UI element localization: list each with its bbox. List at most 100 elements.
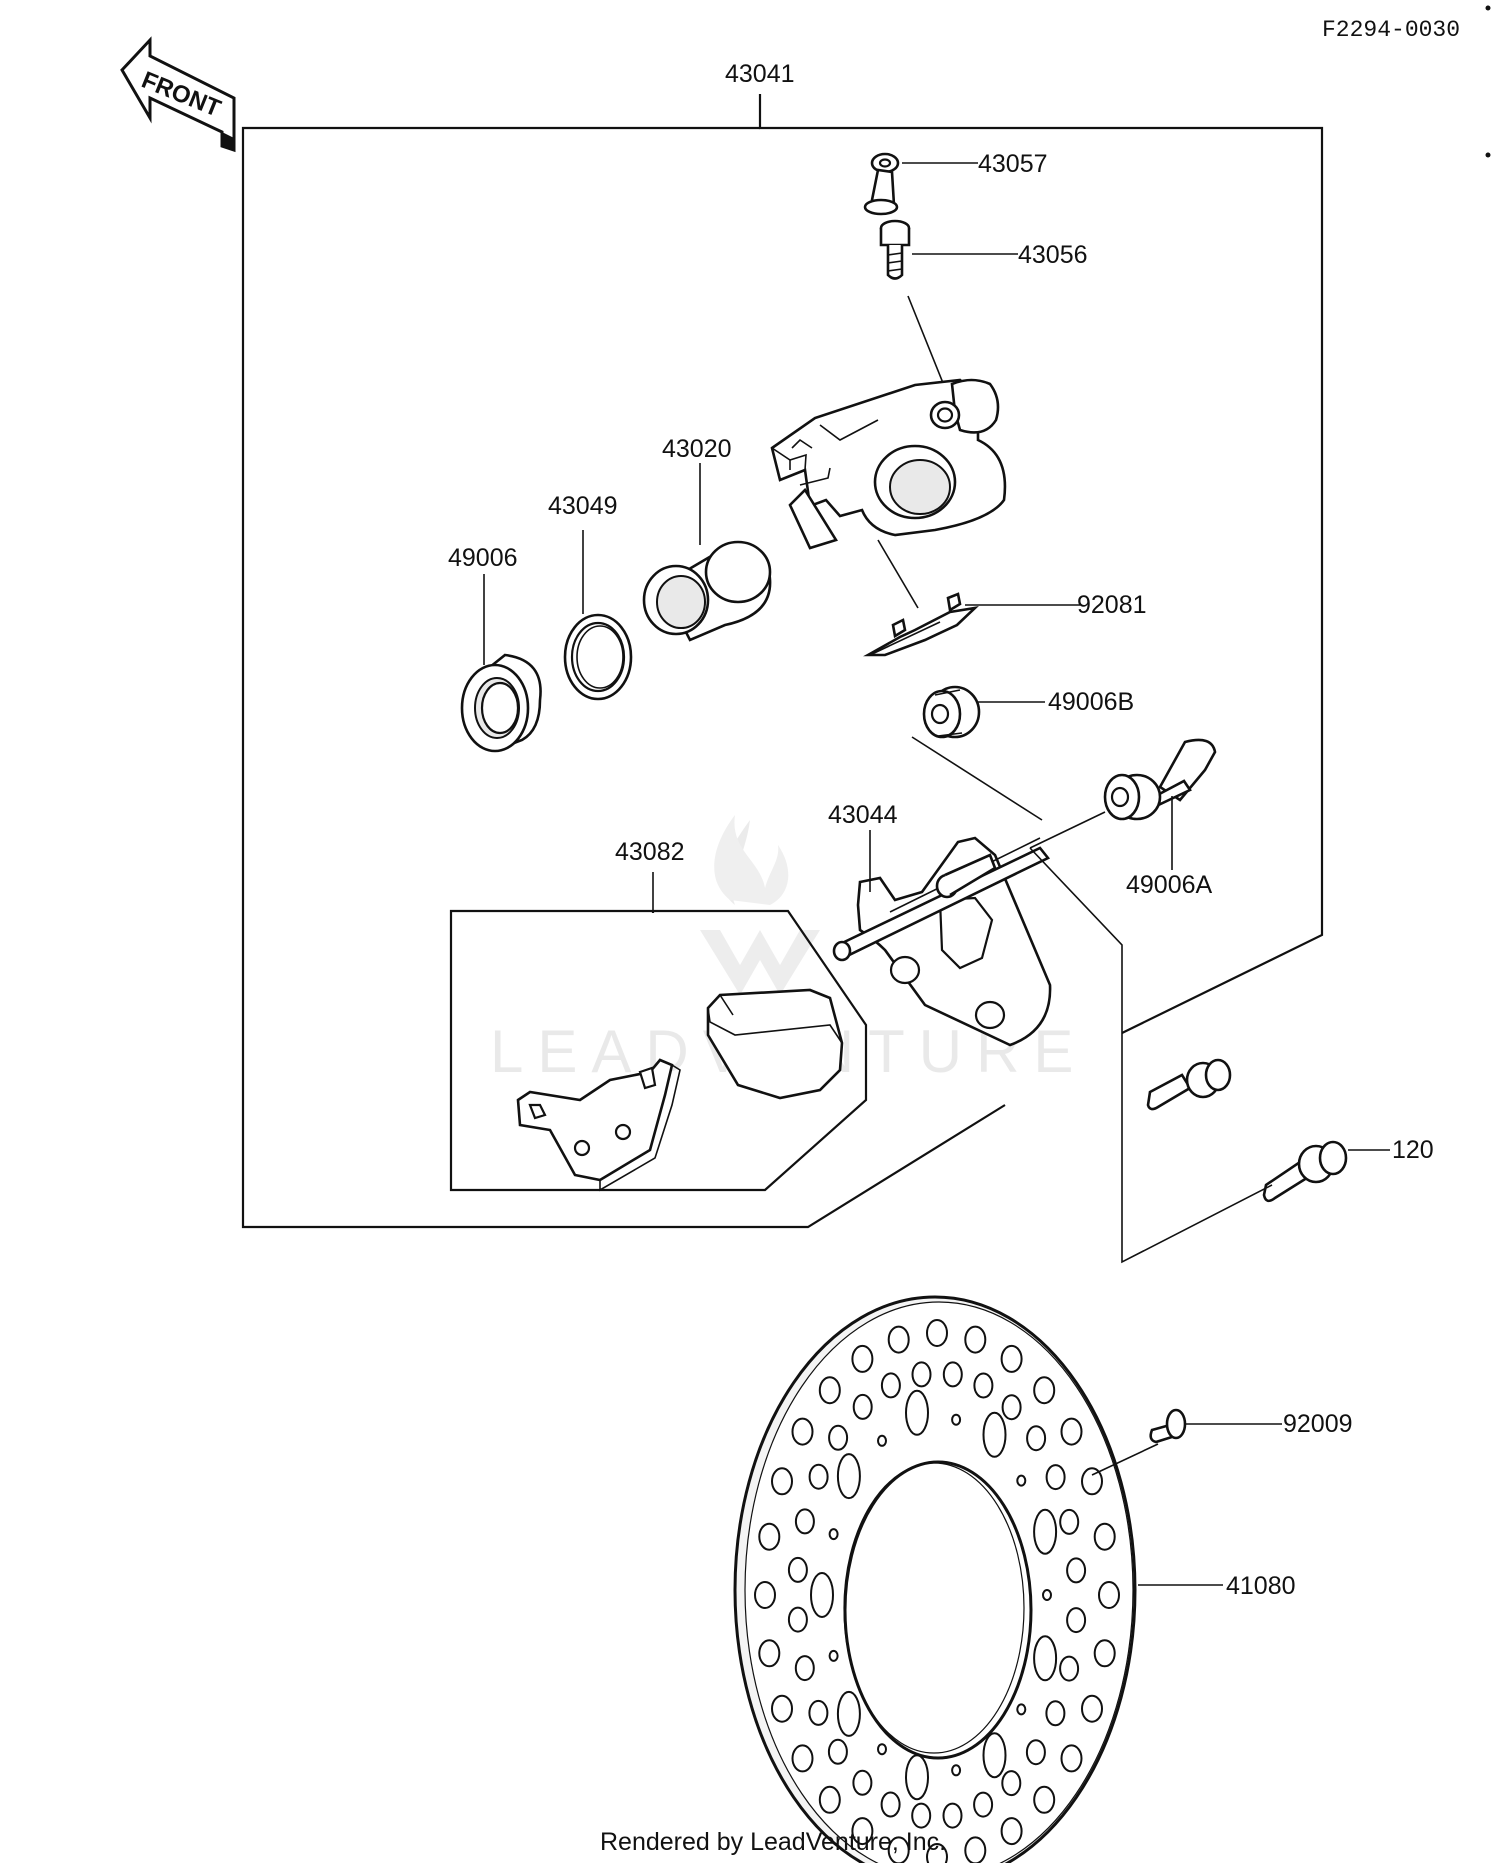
pad-spring-part xyxy=(863,592,979,657)
disc-hole xyxy=(836,1690,861,1737)
disc-hole xyxy=(1000,1344,1023,1373)
disc-hole xyxy=(836,1453,861,1500)
disc-hole xyxy=(851,1817,874,1846)
disc-hole xyxy=(1045,1700,1066,1727)
disc-hole xyxy=(926,1319,948,1347)
part-label-43044: 43044 xyxy=(828,801,898,829)
disc-hole xyxy=(964,1836,987,1863)
pin-boot-a-part xyxy=(1103,738,1217,821)
disc-hole xyxy=(754,1581,776,1609)
disc-hole xyxy=(982,1411,1007,1458)
bleeder-cap-part xyxy=(863,152,900,216)
disc-hole xyxy=(1033,1376,1056,1405)
disc-hole xyxy=(880,1372,901,1399)
disc-hole xyxy=(1093,1639,1116,1668)
disc-hole xyxy=(828,1424,849,1451)
disc-hole xyxy=(973,1791,994,1818)
diagram-code: F2294-0030 xyxy=(1322,17,1460,43)
disc-hole xyxy=(818,1785,841,1814)
brake-pad-rear-part xyxy=(516,1058,681,1192)
assembly-frame xyxy=(241,94,1324,1229)
disc-hole xyxy=(973,1372,994,1399)
leader-49006B-install xyxy=(911,736,1043,821)
disc-hole xyxy=(818,1376,841,1405)
disc-hole xyxy=(951,1764,962,1777)
leader-92009-install xyxy=(1091,1443,1159,1476)
disc-hole xyxy=(828,1528,839,1541)
edge-mark xyxy=(1485,152,1491,158)
leader-92081-install xyxy=(877,539,919,609)
part-label-43041: 43041 xyxy=(725,60,795,88)
disc-hole xyxy=(1060,1417,1083,1446)
disc-hole xyxy=(1066,1607,1087,1634)
disc-hole xyxy=(851,1344,874,1373)
disc-hole xyxy=(887,1836,910,1863)
disc-hole xyxy=(1042,1589,1052,1601)
disc-hole xyxy=(791,1744,814,1773)
caliper-bracket-part xyxy=(832,836,1052,1047)
disc-hole xyxy=(1033,1785,1056,1814)
front-arrow-icon: FRONT xyxy=(120,36,236,153)
disc-hole xyxy=(877,1743,887,1756)
part-label-43049: 43049 xyxy=(548,492,618,520)
disc-hole xyxy=(1033,1508,1058,1555)
caliper-bolt-part xyxy=(1262,1140,1348,1203)
disc-hole xyxy=(1098,1581,1120,1609)
disc-hole xyxy=(1000,1817,1023,1846)
part-label-43082: 43082 xyxy=(615,838,685,866)
part-label-92009: 92009 xyxy=(1283,1410,1353,1438)
disc-hole xyxy=(787,1606,808,1633)
disc-hole xyxy=(887,1325,910,1354)
edge-mark xyxy=(1485,5,1491,11)
disc-hole xyxy=(942,1802,963,1829)
disc-hole xyxy=(791,1417,814,1446)
disc-hole xyxy=(810,1572,834,1618)
disc-hole xyxy=(877,1434,887,1447)
disc-hole xyxy=(951,1413,962,1426)
part-label-49006B: 49006B xyxy=(1048,688,1134,716)
disc-hole xyxy=(1025,1739,1046,1766)
disc-hole xyxy=(1093,1522,1116,1551)
disc-hole xyxy=(1016,1474,1027,1487)
leader-43056-install xyxy=(907,295,946,389)
disc-hole xyxy=(771,1467,793,1496)
part-label-92081: 92081 xyxy=(1077,591,1147,619)
disc-hole xyxy=(1060,1744,1083,1773)
boot-b-part xyxy=(922,685,981,739)
disc-hole xyxy=(808,1699,829,1726)
disc-hole xyxy=(911,1802,932,1829)
disc-hole xyxy=(808,1463,829,1490)
part-label-43020: 43020 xyxy=(662,435,732,463)
part-label-41080: 41080 xyxy=(1226,1572,1296,1600)
disc-hole xyxy=(942,1361,963,1388)
pad-set-frame xyxy=(449,909,868,1192)
disc-hole xyxy=(964,1325,987,1354)
disc-hole xyxy=(1033,1635,1058,1682)
disc-hole xyxy=(1059,1655,1080,1682)
disc-screw-part xyxy=(1149,1408,1187,1444)
disc-hole xyxy=(1001,1394,1022,1421)
brake-pad-front-part xyxy=(706,988,844,1100)
disc-holes xyxy=(754,1319,1120,1863)
footer-credit: Rendered by LeadVenture, Inc. xyxy=(600,1828,946,1856)
piston-part xyxy=(642,540,772,642)
disc-hole xyxy=(758,1639,781,1668)
bleeder-valve-part xyxy=(879,219,911,280)
part-label-120: 120 xyxy=(1392,1136,1434,1164)
disc-hole xyxy=(771,1694,793,1723)
disc-hole xyxy=(1081,1694,1103,1723)
disc-hole xyxy=(852,1769,873,1796)
disc-hole xyxy=(905,1389,929,1436)
part-label-49006A: 49006A xyxy=(1126,871,1213,899)
disc-hole xyxy=(1045,1464,1066,1491)
disc-hole xyxy=(1016,1703,1027,1716)
caliper-body-part xyxy=(770,378,1007,550)
leader-120-install xyxy=(1029,847,1273,1264)
part-label-43057: 43057 xyxy=(978,150,1048,178)
part-label-43056: 43056 xyxy=(1018,241,1088,269)
disc-hole xyxy=(982,1732,1007,1779)
leader-49006A-install xyxy=(1029,811,1106,849)
disc-hole xyxy=(1066,1557,1087,1584)
disc-hole xyxy=(1081,1467,1103,1496)
